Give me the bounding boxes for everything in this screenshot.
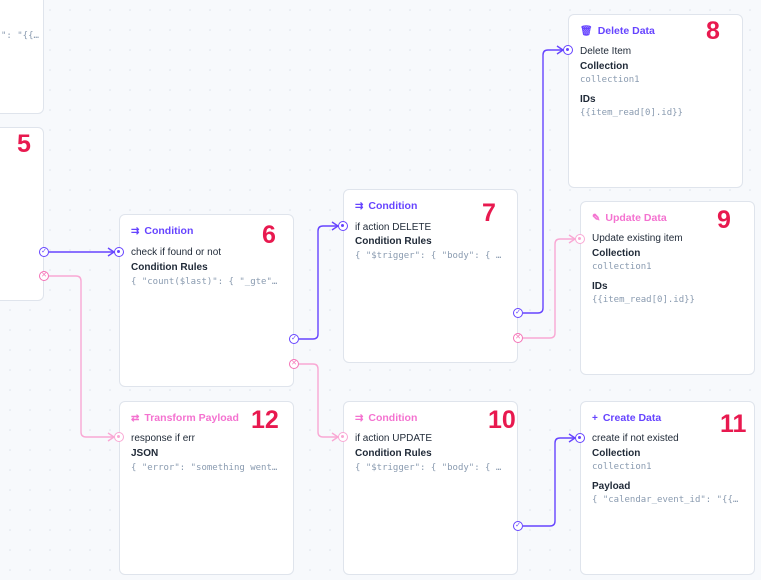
node-field-value: { "error": "something went… xyxy=(131,463,278,473)
resolve-port[interactable]: ✓ xyxy=(39,247,49,257)
node-field-label: Collection xyxy=(592,448,641,459)
callout-number: 12 xyxy=(251,406,279,434)
node-title: Condition xyxy=(368,412,418,424)
input-port[interactable] xyxy=(338,432,348,442)
flow-node-12[interactable]: ⇄ Transform Payload 12 response if err J… xyxy=(119,401,294,575)
node-title: Delete Data xyxy=(597,25,655,37)
transform-icon: ⇄ xyxy=(131,412,140,424)
input-port[interactable] xyxy=(563,45,573,55)
callout-number: 11 xyxy=(720,410,747,438)
input-port[interactable] xyxy=(575,234,585,244)
node-field-value: { "$trigger": { "body": { … xyxy=(355,463,502,473)
input-port[interactable] xyxy=(338,221,348,231)
callout-number: 9 xyxy=(717,206,731,234)
node-field-value: ": "{{… xyxy=(1,31,39,41)
node-field-value: { "calendar_event_id": "{{… xyxy=(592,495,739,505)
callout-number: 5 xyxy=(17,130,31,158)
flow-node-6[interactable]: ⇉ Condition 6 check if found or not Cond… xyxy=(119,214,294,387)
callout-number: 6 xyxy=(262,221,276,249)
input-port[interactable] xyxy=(575,433,585,443)
trash-icon: 🗑 xyxy=(580,25,593,37)
node-description: Delete Item xyxy=(580,46,632,57)
node-field-label: Payload xyxy=(592,481,631,492)
flow-node-5[interactable]: 5 xyxy=(0,127,44,301)
node-title: Condition xyxy=(368,200,418,212)
node-field-value: collection1 xyxy=(592,462,652,472)
node-field-value: collection1 xyxy=(580,75,640,85)
callout-number: 8 xyxy=(706,17,720,45)
input-port[interactable] xyxy=(114,247,124,257)
node-field-label: IDs xyxy=(592,281,608,292)
resolve-port[interactable]: ✓ xyxy=(513,521,523,531)
node-title: Create Data xyxy=(602,412,662,424)
node-field-value: { "$trigger": { "body": { … xyxy=(355,251,502,261)
flow-node-8[interactable]: 🗑 Delete Data 8 Delete Item Collection c… xyxy=(568,14,743,188)
node-title: Condition xyxy=(144,225,194,237)
node-header: + Create Data xyxy=(592,412,661,424)
node-field-label: Collection xyxy=(592,248,641,259)
node-field-label: Collection xyxy=(580,61,629,72)
reject-port[interactable]: ✕ xyxy=(513,333,523,343)
node-header: 🗑 Delete Data xyxy=(580,25,655,37)
reject-port[interactable]: ✕ xyxy=(289,359,299,369)
node-field-label: Condition Rules xyxy=(355,236,432,247)
node-description: Update existing item xyxy=(592,233,683,244)
node-description: if action UPDATE xyxy=(355,433,433,444)
resolve-port[interactable]: ✓ xyxy=(513,308,523,318)
node-header: ⇉ Condition xyxy=(355,412,417,424)
node-description: response if err xyxy=(131,433,195,444)
node-field-label: JSON xyxy=(131,448,159,459)
connector-reject xyxy=(299,363,338,438)
node-header: ⇄ Transform Payload xyxy=(131,412,239,424)
flow-node-7[interactable]: ⇉ Condition 7 if action DELETE Condition… xyxy=(343,189,518,363)
connector-resolve xyxy=(523,437,575,527)
node-description: check if found or not xyxy=(131,247,222,258)
node-description: create if not existed xyxy=(592,433,679,444)
flow-node-10[interactable]: ⇉ Condition 10 if action UPDATE Conditio… xyxy=(343,401,518,575)
flow-node-9[interactable]: ✎ Update Data 9 Update existing item Col… xyxy=(580,201,755,375)
node-field-value: collection1 xyxy=(592,262,652,272)
flow-node-partial-top[interactable]: ": "{{… xyxy=(0,0,44,114)
node-description: if action DELETE xyxy=(355,222,432,233)
connector-resolve xyxy=(299,225,338,340)
pencil-icon: ✎ xyxy=(592,212,601,224)
node-field-label: Condition Rules xyxy=(131,262,208,273)
reject-port[interactable]: ✕ xyxy=(39,271,49,281)
node-title: Update Data xyxy=(605,212,667,224)
plus-icon: + xyxy=(592,412,598,424)
node-header: ⇉ Condition xyxy=(131,225,193,237)
node-field-label: Condition Rules xyxy=(355,448,432,459)
connector-reject xyxy=(523,238,575,339)
connector-resolve xyxy=(523,49,563,314)
condition-icon: ⇉ xyxy=(355,200,364,212)
node-field-value: {{item_read[0].id}} xyxy=(592,295,695,305)
callout-number: 7 xyxy=(482,199,496,227)
input-port[interactable] xyxy=(114,432,124,442)
node-header: ⇉ Condition xyxy=(355,200,417,212)
node-title: Transform Payload xyxy=(144,412,239,424)
condition-icon: ⇉ xyxy=(131,225,140,237)
node-field-label: IDs xyxy=(580,94,596,105)
connector-reject xyxy=(49,275,114,438)
node-field-value: { "count($last)": { "_gte"… xyxy=(131,277,278,287)
condition-icon: ⇉ xyxy=(355,412,364,424)
node-field-value: {{item_read[0].id}} xyxy=(580,108,683,118)
callout-number: 10 xyxy=(488,406,516,434)
resolve-port[interactable]: ✓ xyxy=(289,334,299,344)
flow-node-11[interactable]: + Create Data 11 create if not existed C… xyxy=(580,401,755,575)
node-header: ✎ Update Data xyxy=(592,212,667,224)
